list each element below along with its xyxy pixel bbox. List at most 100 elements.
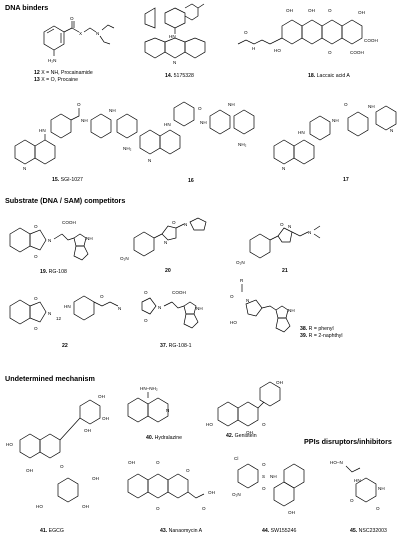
structure-nsc232003: HO–N HN O NH O [330, 460, 385, 511]
dimethylamine-n-label: N [308, 230, 311, 235]
caption-41: 41. EGCG [40, 528, 64, 534]
imide-n-label: N [48, 238, 51, 243]
oxazoline-o-label: O [172, 220, 176, 225]
structure-sgi-1027: N HN O NH NH NH₂ [14, 102, 138, 171]
nitro-label-44: O₂N [232, 492, 241, 497]
nh-label-17c: NH [368, 104, 375, 109]
oh-label-3: OH [358, 10, 365, 15]
structure-egcg: OH OH OH HO OH O OH HO OH [6, 394, 109, 509]
imide-o-label-2: O [34, 254, 38, 259]
oh-label-44: OH [288, 510, 295, 515]
phthalazine-n-label: N [166, 408, 169, 413]
maleimide-o-label-2: O [144, 318, 148, 323]
acid-o-label: O [202, 506, 206, 511]
oh-label-2: OH [308, 8, 315, 13]
ho-label-42: HO [206, 422, 213, 427]
isoxazoline-o-label: O [280, 222, 284, 227]
structure-genistein: OH HO OH O [206, 380, 283, 435]
structure-20: O₂N N O N [120, 217, 207, 261]
x-label: X [79, 31, 82, 36]
caption-45: 45. NSC232003 [350, 528, 387, 534]
pyridine-n-label-17: N [390, 128, 393, 133]
oxazoline-n-label: N [164, 240, 167, 245]
nh-label-45a: HN [354, 478, 361, 483]
sulfonyl-s-label: S [262, 474, 265, 479]
ketone-o-label-2: O [328, 50, 332, 55]
cooh-label-1: COOH [364, 38, 378, 43]
oh-label-41f: OH [82, 504, 89, 509]
caption-38: 38. R = phenyl [300, 326, 334, 332]
nh-label-15c: NH [109, 108, 116, 113]
amide-h-label: H [252, 46, 255, 51]
imide-o-label-22a: O [34, 296, 38, 301]
nh-label-17a: HN [298, 130, 305, 135]
o-label-42: O [262, 422, 266, 427]
cooh-label-38: HO [230, 320, 237, 325]
oh-label-42b: OH [246, 430, 253, 435]
chain-12-label: 12 [56, 316, 62, 321]
o-label-45a: O [350, 498, 354, 503]
ho-label-41: HO [6, 442, 13, 447]
nh-label-17b: NH [332, 118, 339, 123]
o-label-15: O [77, 102, 81, 107]
hydroxylamine-label: HO–N [330, 460, 343, 465]
caption-39: 39. R = 2-naphthyl [300, 333, 343, 339]
nh-label: HN [169, 34, 176, 39]
structure-21: O₂N O N N [236, 222, 321, 265]
quinoline-n-label-16: N [148, 158, 151, 163]
sulfonyl-o-label-1: O [262, 462, 266, 467]
cooh-label-19: COOH [62, 220, 76, 225]
ho-label-1: HO [274, 48, 281, 53]
caption-42: 42. Genistein [226, 433, 257, 439]
caption-14: 14. 5175328 [165, 73, 194, 79]
structure-rg-108: O O N COOH NH [9, 220, 93, 261]
caption-21: 21 [282, 268, 288, 274]
oh-label-1: OH [286, 8, 293, 13]
structure-procainamide: H₂N O X N [43, 16, 115, 63]
pyran-o-label: O [186, 468, 190, 473]
ketone-o-label-1: O [328, 8, 332, 13]
caption-20: 20 [165, 268, 171, 274]
caption-22: 22 [62, 343, 68, 349]
nh-label-16c: NH [228, 102, 235, 107]
sulfonyl-o-label-2: O [262, 486, 266, 491]
nh-label-22: HN [64, 304, 71, 309]
caption-19: 19. RG-108 [40, 269, 67, 275]
r-label: R [240, 278, 244, 283]
o-label-45b: O [376, 506, 380, 511]
quinoline-n-label-17: N [282, 166, 285, 171]
sulfonamide-nh-label: NH [270, 474, 277, 479]
nh-label-16a: HN [164, 122, 171, 127]
caption-16: 16 [188, 178, 194, 184]
structure-hydralazine: HN–NH₂ N [127, 386, 169, 423]
oh-label-43: OH [128, 460, 135, 465]
oh-label-41a: OH [98, 394, 105, 399]
caption-40: 40. Hydralazine [146, 435, 183, 441]
imide-n-label-22: N [48, 311, 51, 316]
structure-nanaomycin: OH O O O O OH [127, 460, 215, 511]
nitro-label-21: O₂N [236, 260, 245, 265]
nh-label-15b: NH [81, 118, 88, 123]
indole-nh-label-37: NH [196, 306, 203, 311]
caption-15: 15. SGI-1027 [52, 177, 83, 183]
o-label-17: O [344, 102, 348, 107]
maleimide-o-label-1: O [144, 290, 148, 295]
maleimide-n-label: N [158, 305, 161, 310]
acetyl-o-label: O [244, 30, 248, 35]
caption-44: 44. SW155246 [262, 528, 297, 534]
pyrrolidine-n-label: N [184, 222, 187, 227]
section-title-substrate-competitors: Substrate (DNA / SAM) competitors [5, 196, 126, 205]
structure-laccaic-acid: O H OH HO OH O O OH COOH COOH [237, 8, 378, 55]
nitro-label-20: O₂N [120, 256, 129, 261]
cooh-label-37: COOH [172, 290, 186, 295]
o-label-43a: O [156, 460, 160, 465]
structure-22: O O N 12 HN O N [9, 294, 121, 331]
nh-label-15a: HN [39, 128, 46, 133]
n-label-22: N [118, 306, 121, 311]
nh2-label-15: NH₂ [123, 146, 132, 151]
acid-oh-label: OH [208, 490, 215, 495]
structure-5175328: HN N [144, 3, 206, 65]
section-title-undetermined-mechanism: Undetermined mechanism [5, 374, 95, 383]
structure-16: N HN O NH NH NH₂ [139, 101, 255, 163]
o-label-43b: O [156, 506, 160, 511]
